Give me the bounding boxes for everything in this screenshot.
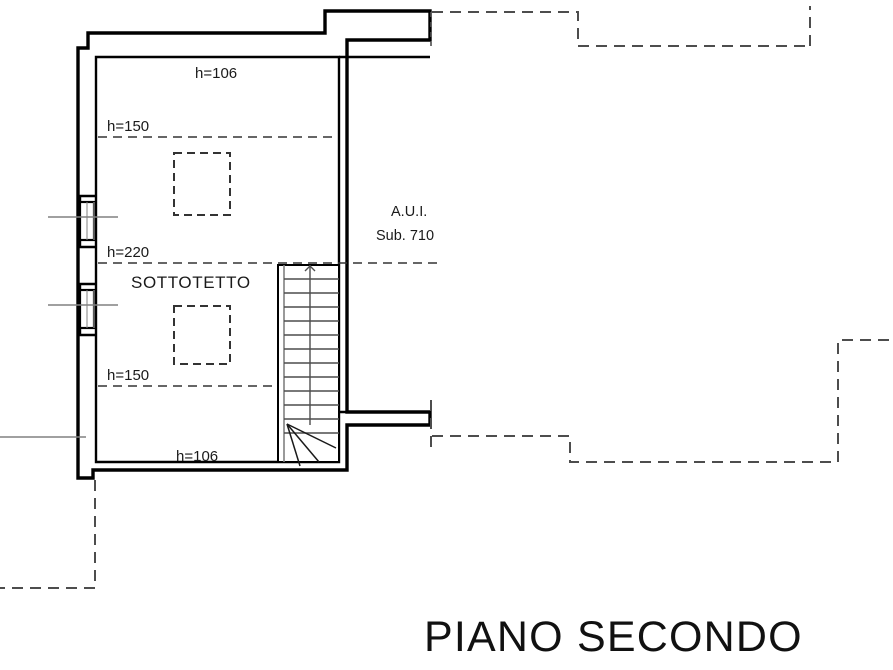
label-h220: h=220 [107, 244, 149, 261]
label-room-sottotetto: SOTTOTETTO [131, 273, 251, 292]
skylight-opening-upper [173, 152, 231, 216]
drawing-title: PIANO SECONDO [424, 613, 803, 661]
stair-winder-steps [286, 423, 337, 467]
boundary-dashed-top-right [432, 6, 811, 47]
boundary-dashed-bottom-left [0, 480, 96, 589]
stair-direction-arrow [304, 265, 316, 272]
window-opening-lower [78, 282, 96, 337]
label-h106-top: h=106 [195, 65, 237, 82]
skylight-opening-lower [173, 305, 231, 365]
label-h150-lower: h=150 [107, 367, 149, 384]
stair-treads [284, 278, 339, 434]
boundary-dashed-bottom-right [430, 339, 893, 463]
label-h106-bottom: h=106 [176, 448, 218, 465]
right-wall-jog-detail [339, 55, 430, 414]
staircase [277, 264, 340, 467]
label-aui: A.U.I. [391, 204, 427, 220]
window-opening-upper [78, 194, 96, 249]
label-h150-upper: h=150 [107, 118, 149, 135]
label-sub-number: Sub. 710 [376, 228, 434, 244]
